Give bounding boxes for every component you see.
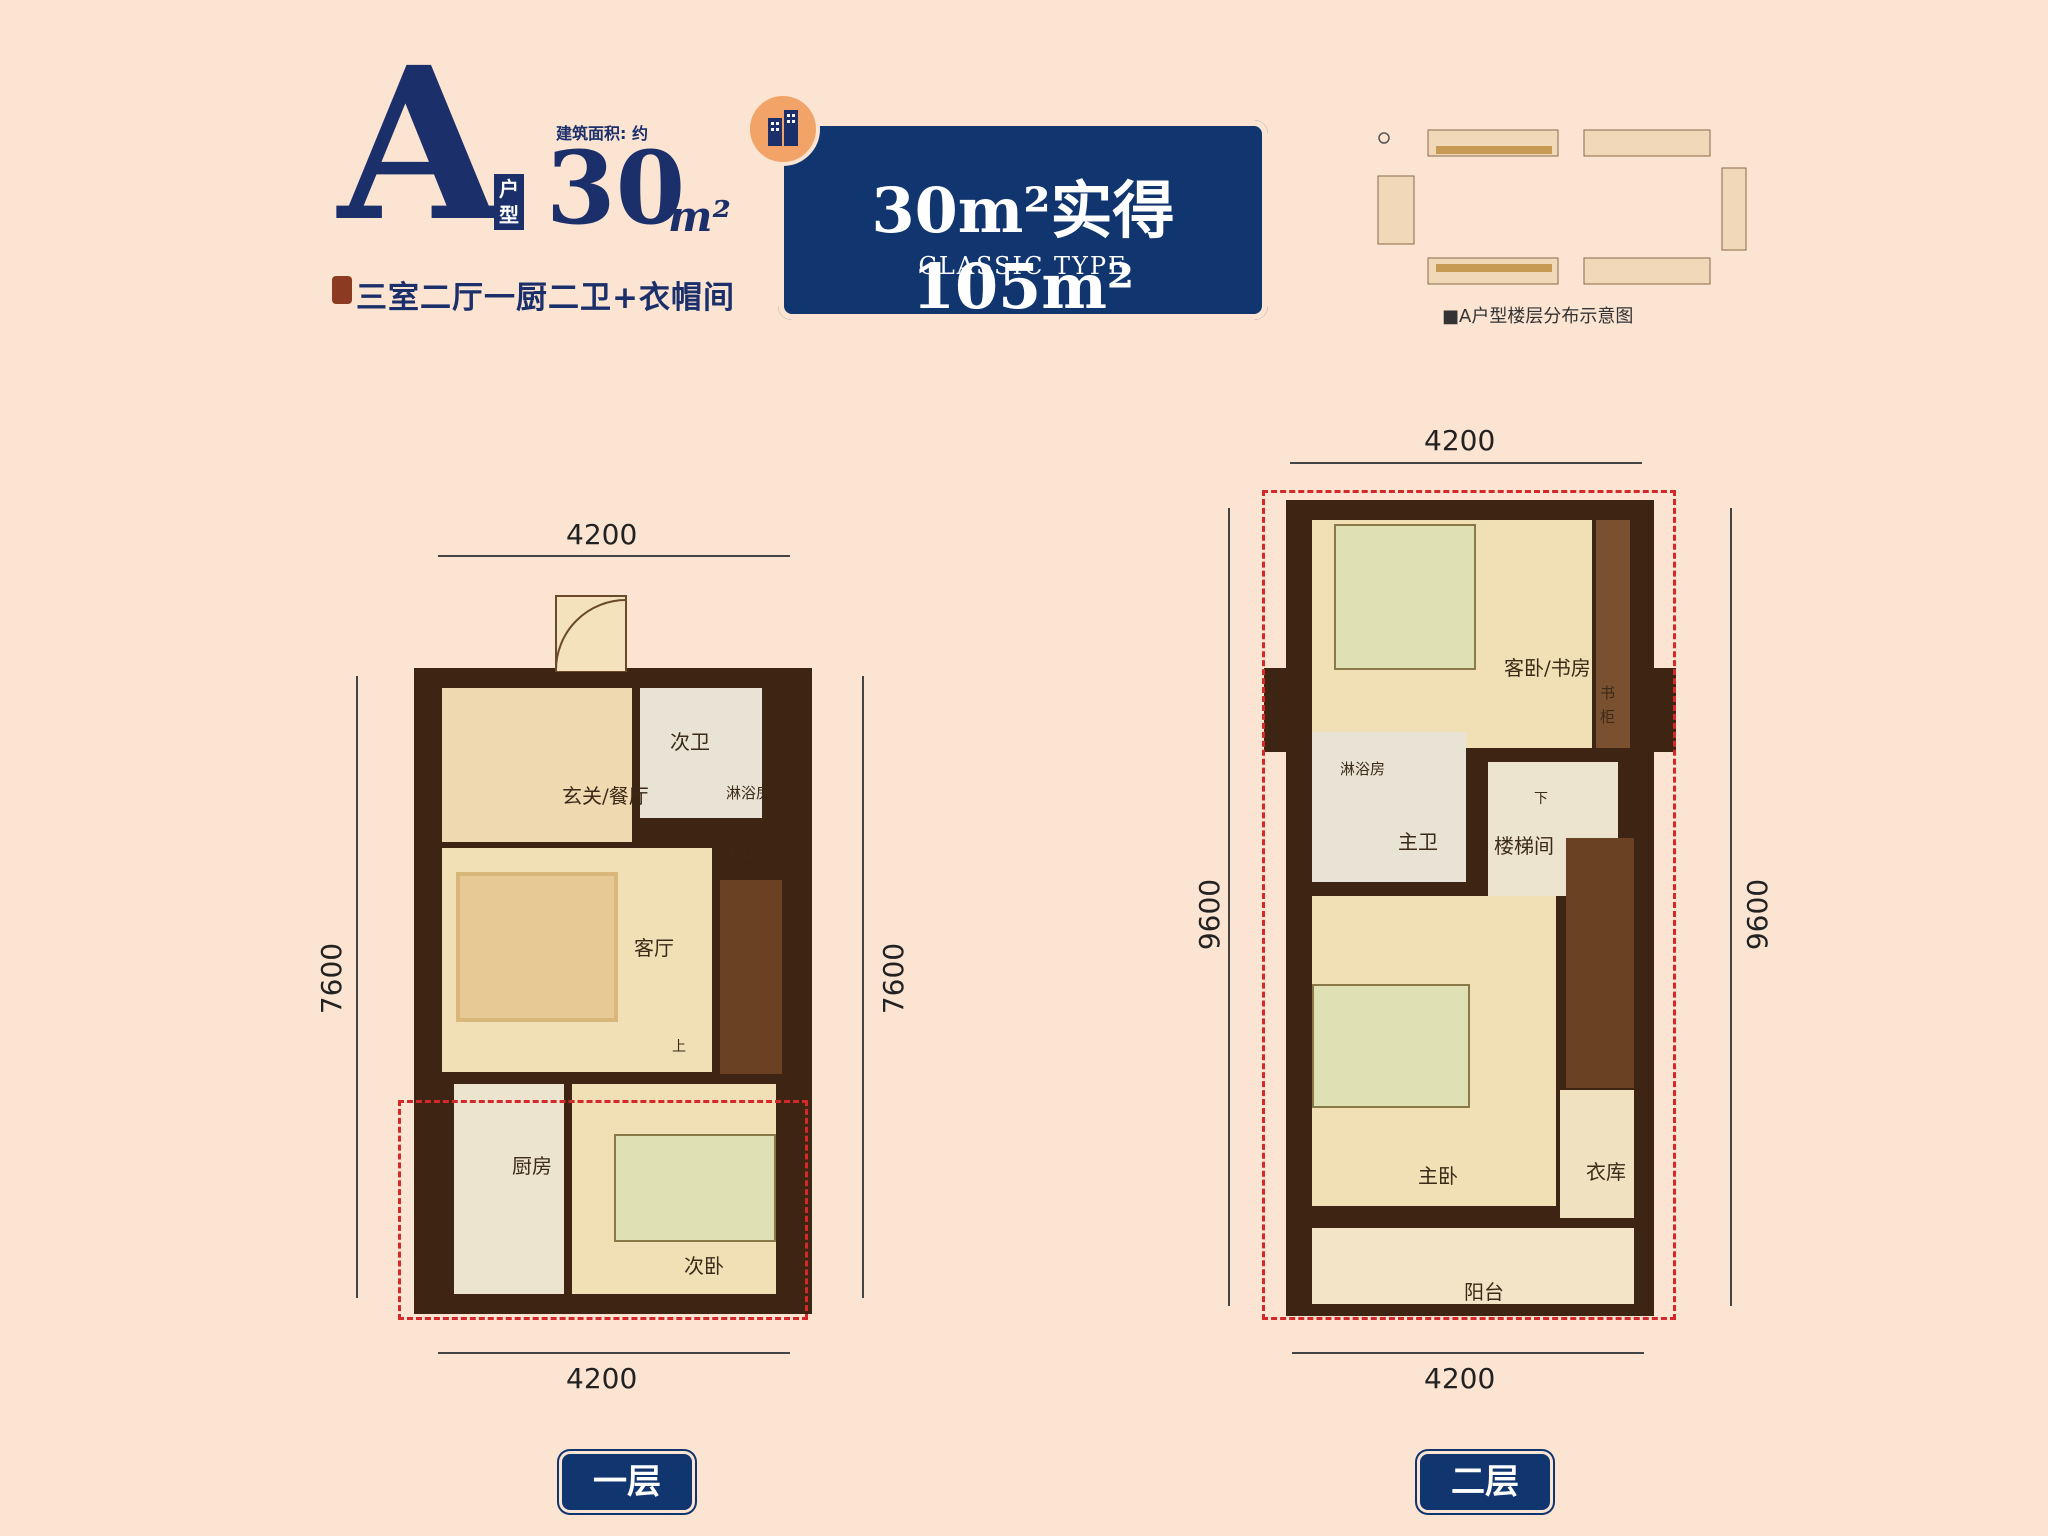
floor-distribution-diagram <box>1377 129 1747 285</box>
floor1-dim-right: 7600 <box>877 942 911 1015</box>
floor2-dim-top: 4200 <box>1424 424 1496 457</box>
label-balcony: 阳台 <box>1464 1280 1504 1304</box>
floor2-dim-right-line <box>1730 508 1732 1306</box>
label-closet: 衣库 <box>1586 1160 1626 1184</box>
unit-type-letter: A <box>338 21 501 268</box>
kitchen-room <box>454 1084 564 1294</box>
house-icon <box>332 276 352 304</box>
floor1-highlight-outline <box>398 1100 808 1320</box>
building-icon <box>746 92 820 166</box>
label-shower-1: 淋浴房 <box>726 784 772 802</box>
distribution-caption: ■A户型楼层分布示意图 <box>1442 306 1634 327</box>
entry-door <box>555 595 627 672</box>
rooms-description: 三室二厅一厨二卫+衣帽间 <box>356 280 735 316</box>
floor2-dim-bottom-line <box>1292 1352 1644 1354</box>
floor2-tag: 二层 <box>1420 1454 1550 1510</box>
floor2-dim-right: 9600 <box>1741 878 1775 951</box>
guest-bed <box>1334 524 1476 670</box>
label-second-bath: 次卫 <box>670 730 710 754</box>
promo-banner <box>778 120 1268 320</box>
banner-subtitle: CLASSIC TYPE <box>918 252 1128 280</box>
area-unit: m² <box>668 192 731 241</box>
label-laundry: 洗衣机 <box>724 848 761 862</box>
second-bed <box>614 1134 776 1242</box>
floor2-left-wing <box>1264 668 1288 752</box>
closet-room <box>1560 1090 1634 1218</box>
living-rug <box>456 872 618 1022</box>
unit-type-tag: 户型 <box>494 174 524 230</box>
floor1-dim-left-line <box>356 676 358 1298</box>
floor1-dim-left: 7600 <box>315 942 349 1015</box>
label-stairwell: 楼梯间 <box>1494 834 1554 858</box>
floor2-dim-left-line <box>1228 508 1230 1306</box>
balcony-room <box>1312 1228 1634 1304</box>
label-living: 客厅 <box>634 936 674 960</box>
area-value: 30 <box>546 129 686 247</box>
floor2-dim-bottom: 4200 <box>1424 1362 1496 1395</box>
floor2-right-wing <box>1652 668 1676 752</box>
floor2-highlight-outline <box>1262 490 1676 1320</box>
bookcase <box>1596 520 1630 748</box>
floor2-dim-left: 9600 <box>1193 878 1227 951</box>
master-bath-room <box>1312 732 1466 882</box>
area-caption: 建筑面积: 约 <box>556 124 648 143</box>
master-bed <box>1312 984 1470 1108</box>
label-stair-up: 上 <box>672 1039 686 1055</box>
label-second-bed: 次卧 <box>684 1254 724 1278</box>
banner-headline: 30m²实得105m² <box>871 174 1175 323</box>
stair-down <box>1566 838 1634 1088</box>
floor1-dim-bottom: 4200 <box>566 1362 638 1395</box>
label-guest-study: 客卧/书房 <box>1504 656 1591 680</box>
label-master-bed: 主卧 <box>1418 1164 1458 1188</box>
entry-dining-room <box>442 688 632 842</box>
floor1-dim-top: 4200 <box>566 518 638 551</box>
label-shower-2: 淋浴房 <box>1340 760 1386 778</box>
floor1-tag: 一层 <box>562 1454 692 1510</box>
label-master-bath: 主卫 <box>1398 830 1438 854</box>
label-bookcase-2: 柜 <box>1600 708 1616 726</box>
second-bath-room <box>640 688 762 818</box>
label-kitchen: 厨房 <box>512 1154 552 1178</box>
floor1-dim-right-line <box>862 676 864 1298</box>
label-entry-dining: 玄关/餐厅 <box>562 784 649 808</box>
floor2-dim-top-line <box>1290 462 1642 464</box>
label-stair-down: 下 <box>1534 791 1548 807</box>
floor1-dim-bottom-line <box>438 1352 790 1354</box>
label-bookcase-1: 书 <box>1600 684 1616 702</box>
floor1-dim-top-line <box>438 555 790 557</box>
stair-up <box>720 880 782 1074</box>
